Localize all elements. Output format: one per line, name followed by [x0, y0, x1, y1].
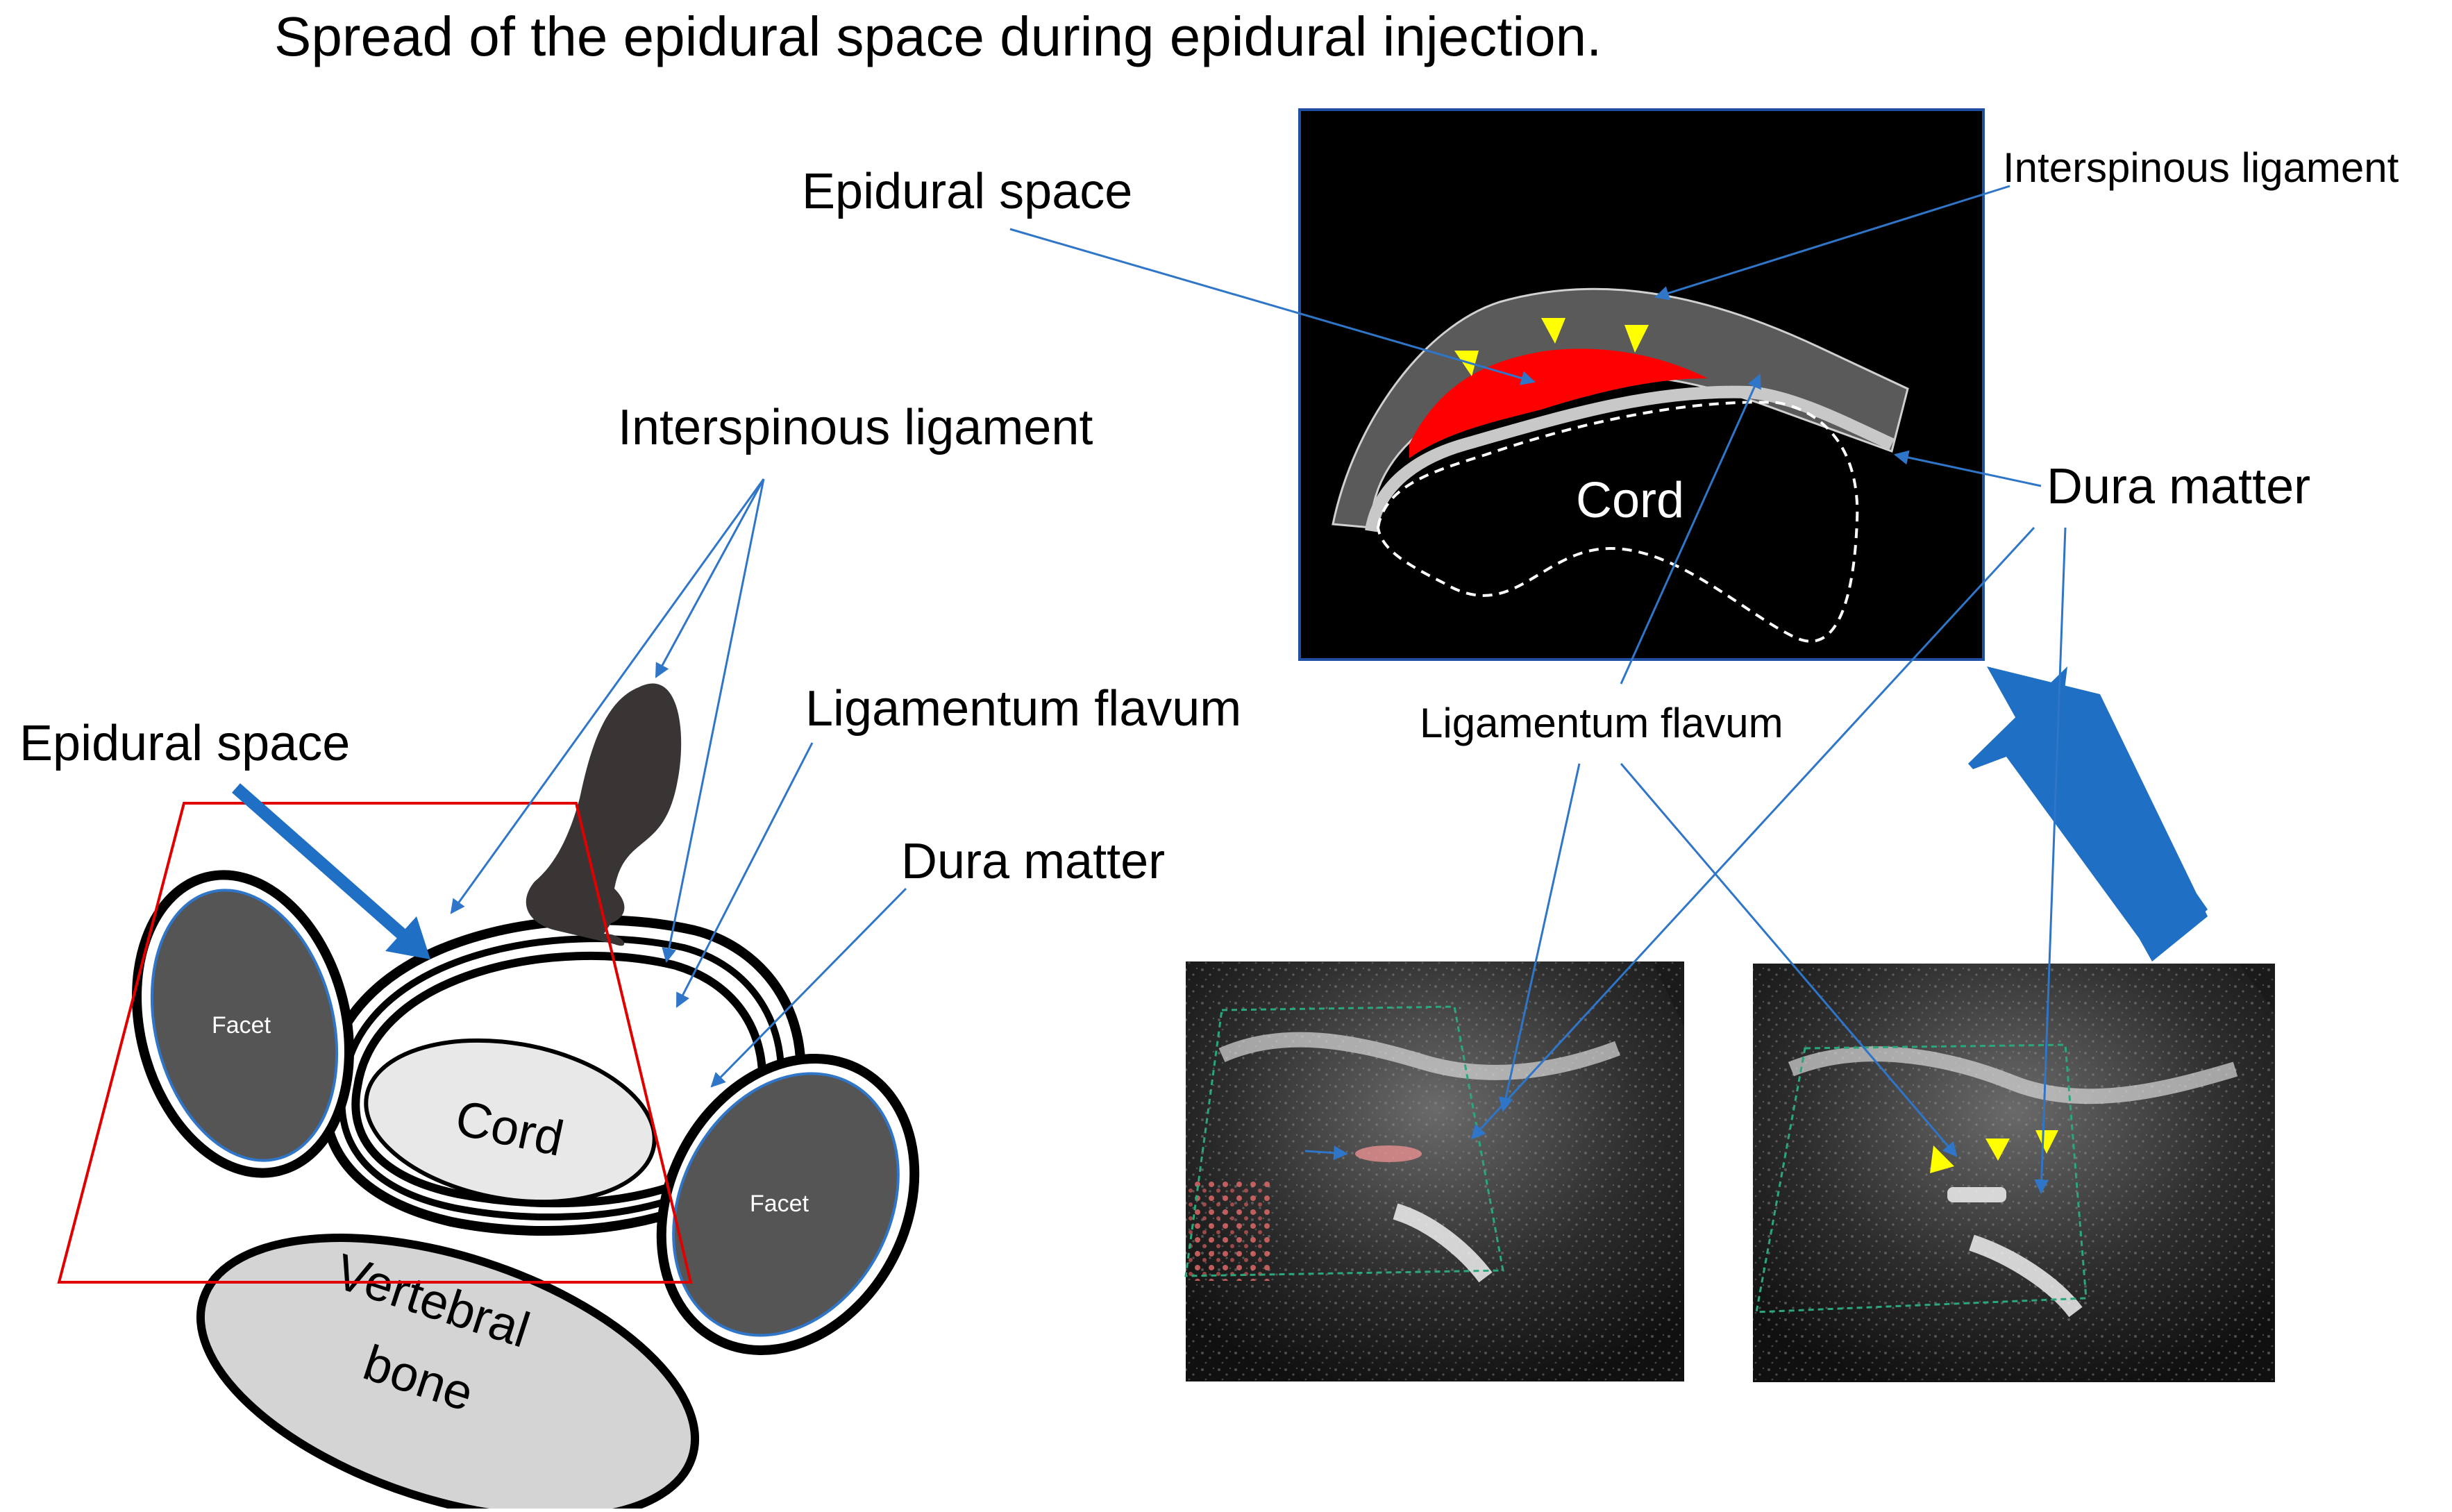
imaging-region-box	[57, 802, 693, 1284]
inset-dura-line	[1365, 385, 1895, 532]
leader-us-dura-right	[2034, 527, 2067, 1195]
facet-left-shape	[150, 889, 339, 1162]
ultrasound-left-bone-echo	[1393, 1203, 1493, 1283]
inset-yellow-marker-1	[1454, 351, 1479, 376]
big-blue-arrow-shaft	[1987, 666, 2208, 961]
leader-inset-interspinous	[1654, 185, 2010, 301]
ultrasound-left-arrow	[1304, 1145, 1349, 1161]
inset-yellow-marker-3	[1624, 325, 1649, 353]
inset-schematic: Cord Epidural space Interspinous ligamen…	[802, 108, 2399, 746]
inset-cord-outline	[1376, 401, 1859, 643]
leader-inset-flavum	[1620, 373, 1761, 684]
ultrasound-right-roi	[1755, 1043, 2088, 1313]
leader-inset-dura	[1893, 450, 2042, 487]
left-dura-matter-label: Dura matter	[901, 834, 1165, 889]
ultrasound-right-bone-echo	[1969, 1234, 2083, 1318]
leader-ligamentum-flavum	[675, 742, 814, 1008]
leader-interspinous-3	[662, 478, 765, 964]
ultrasound-left	[1184, 961, 1684, 1381]
leader-us-dura-left	[1470, 526, 2035, 1140]
facet-right-label: Facet	[750, 1191, 809, 1217]
leader-interspinous-2	[655, 478, 765, 678]
inset-epidural-space	[1409, 348, 1708, 458]
left-diagram: Vertebral bone Cord Facet Facet Epidural…	[19, 400, 1241, 1512]
epidural-space-arrow	[232, 783, 417, 949]
inset-yellow-marker-2	[1541, 318, 1565, 344]
ultrasound-right	[1753, 964, 2275, 1382]
leader-us-flavum-left	[1498, 763, 1581, 1113]
spinous-process	[526, 683, 682, 946]
left-epidural-space-label: Epidural space	[19, 716, 350, 771]
leader-interspinous-1	[450, 478, 765, 914]
ultrasound-left-roi	[1184, 1005, 1504, 1277]
leader-inset-epidural	[1009, 228, 1536, 385]
ultrasound-left-texture	[1186, 961, 1684, 1381]
leader-us-flavum-right	[1620, 763, 1958, 1157]
inset-dura-matter-label: Dura matter	[2047, 459, 2310, 514]
ultrasound-left-doppler	[1189, 1180, 1272, 1281]
inset-epidural-space-label: Epidural space	[802, 164, 1132, 219]
ultrasound-left-epidural-echo	[1355, 1145, 1422, 1162]
us-yellow-marker-2	[1985, 1139, 2010, 1161]
ultrasound-right-dura-echo	[1947, 1187, 2006, 1202]
facet-right-shape	[672, 1072, 900, 1337]
figure-title: Spread of the epidural space during epid…	[274, 6, 1602, 67]
cord-shape	[364, 1038, 657, 1204]
ultrasound-right-bright-band	[1788, 1046, 2238, 1104]
ultrasound-right-texture	[1753, 964, 2275, 1382]
inset-ligamentum-flavum-label: Ligamentum flavum	[1420, 700, 1783, 746]
leader-dura-matter	[710, 887, 907, 1088]
ultrasound-left-bright-band	[1218, 1032, 1620, 1080]
us-yellow-marker-3	[2035, 1130, 2058, 1154]
facet-left-label: Facet	[212, 1012, 271, 1039]
us-yellow-marker-1	[1930, 1145, 1954, 1173]
inset-cord-label: Cord	[1576, 473, 1684, 528]
epidural-space-arrowhead	[385, 916, 430, 959]
left-ligamentum-flavum-label: Ligamentum flavum	[805, 681, 1241, 737]
inset-interspinous-ligament-label: Interspinous ligament	[2003, 144, 2399, 191]
left-interspinous-ligament-label: Interspinous ligament	[618, 400, 1093, 455]
vertebral-bone	[196, 1234, 700, 1512]
